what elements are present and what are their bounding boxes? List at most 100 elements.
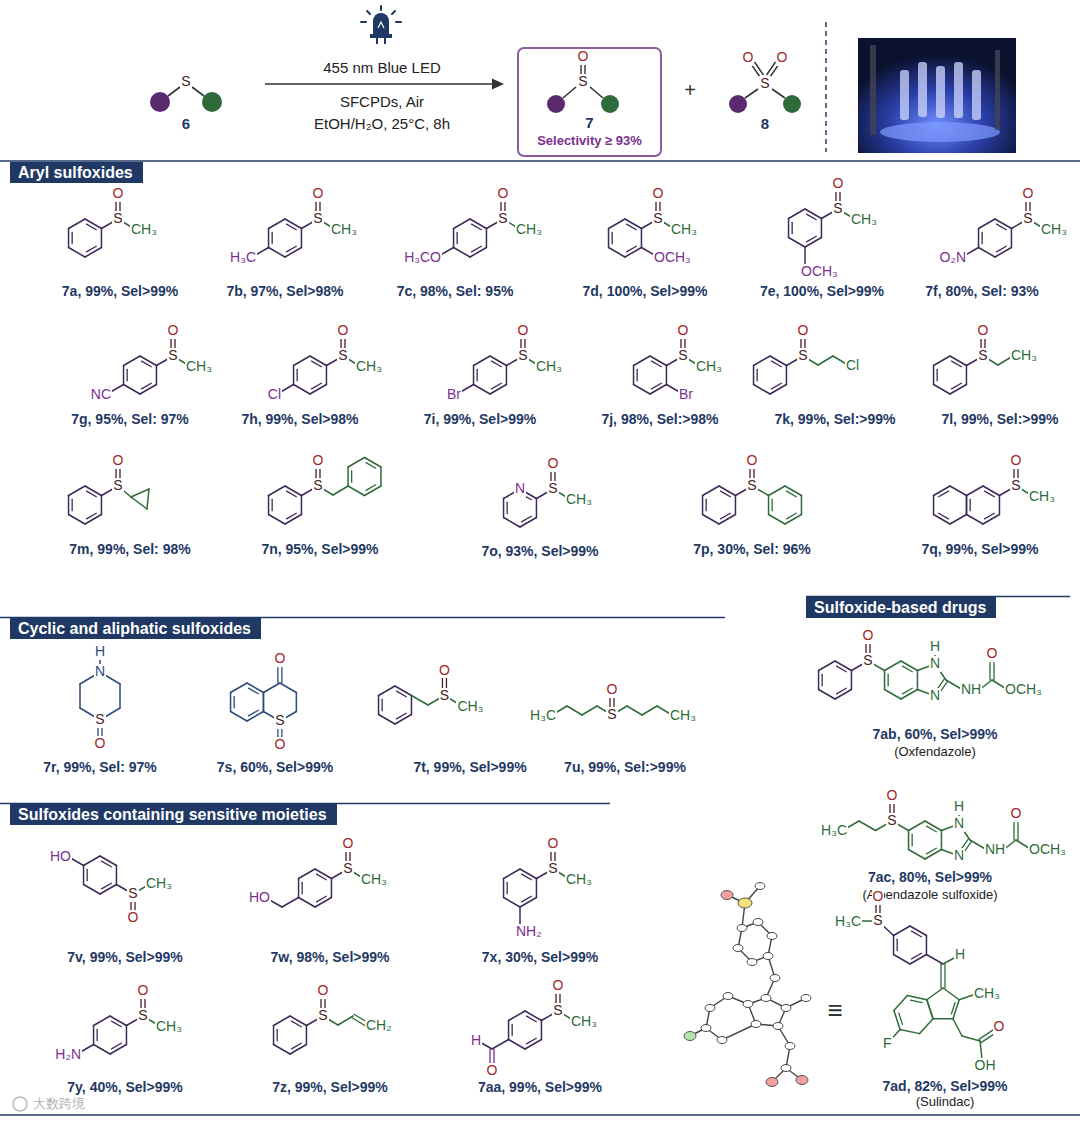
bond-line [754,356,770,366]
product-structure [547,63,619,113]
bond-line [757,369,758,380]
bond-line [934,486,950,496]
bond-line [985,491,995,497]
atom-label: CH₃ [1028,489,1056,504]
atom-label: HO [248,890,271,905]
drug-name: (Sulindac) [915,1095,976,1109]
bond-line [927,1000,933,1019]
compound-caption: 7g, 95%, Sel: 97% [70,412,190,427]
atom-label: OCH₃ [653,250,692,265]
bond-line [818,671,820,690]
bond-line [85,515,101,525]
atom-label: Cl [267,387,282,402]
bond-line [263,693,265,712]
plus-sign: + [683,79,697,101]
bond-line [230,693,232,712]
bond-line [101,496,103,515]
bond-line [69,248,85,258]
section-band: Aryl sulfoxides [10,162,143,183]
atom-label: S [547,861,558,876]
bond-line [263,683,279,693]
bond-line [909,821,925,831]
bond-line [910,955,926,965]
bond-line [927,848,937,854]
atom-label: CH₃ [850,212,878,227]
compound-caption: 7j, 98%, Sel:>98% [600,412,719,427]
bond-line [126,1026,128,1045]
atom-label: O [517,323,530,338]
bond-line [331,879,333,898]
bond-line [93,1026,95,1045]
bond-line [131,489,149,497]
bond-line [474,356,490,366]
atom-label: S [497,211,508,226]
atom-label: N [953,816,965,831]
compound-number: 8 [760,116,770,133]
atom-label: O [547,836,560,851]
bond-line [382,699,383,710]
bond-line [69,515,85,525]
bond-line [492,1040,509,1050]
atom-label: CH₃ [515,222,543,237]
atom-label: S [677,348,688,363]
atom-label: O [742,50,755,65]
bond-line [943,988,959,1000]
atom-label: O [337,323,350,338]
bond-line [837,666,847,672]
atom-label: H [470,1033,482,1048]
bond-line [522,516,532,522]
bond-line [269,219,285,229]
bond-line [934,515,950,525]
node-text: Selectivity ≥ 93% [537,133,642,149]
bond-line [97,1029,98,1040]
compound-caption: 7k, 99%, Sel:>99% [773,412,896,427]
node-text: Sulfoxide-based drugs [814,598,986,617]
bond-line [79,684,81,708]
atom-label: S [337,348,348,363]
bond-line [910,926,926,936]
bond-line [326,366,328,385]
atom-label: O [127,910,140,925]
bond-line [147,489,149,509]
bond-line [315,869,331,879]
bond-line [292,1021,302,1027]
bond-line [789,209,805,219]
bond-line [819,661,835,671]
compound-caption: 7o, 93%, Sel>99% [480,544,599,559]
bond-line [87,513,97,519]
atom-label: O [312,186,325,201]
bond-line [962,1036,980,1041]
bond-line [950,356,966,366]
bond-line [933,496,935,515]
section-band: Sulfoxides containing sensitive moieties [10,804,337,825]
bond-line [637,369,638,380]
bond-line [966,496,968,515]
bond-line [525,1011,541,1021]
atom-label: CH₃ [570,1014,598,1029]
bond-line [312,361,322,367]
bond-line [84,885,100,895]
reactor-photo [858,38,1016,153]
bond-line [512,1024,513,1035]
bond-line [85,219,101,229]
bond-line [951,1003,955,1014]
bond-line [851,671,853,690]
bond-line [507,882,508,893]
bond-line [504,898,520,908]
bond-line [472,224,482,230]
bond-line [454,248,470,258]
bond-line [652,383,662,389]
condition-text: SFCPDs, Air [339,94,425,111]
bond-line [769,515,785,525]
bond-line [980,1041,982,1059]
bond-line [703,486,719,496]
bond-line [952,383,962,389]
bond-line [650,385,666,395]
bond-line [509,1040,525,1050]
bond-line [770,356,786,366]
bond-line [703,515,719,525]
bond-line [101,229,103,248]
sulfone-structure [729,62,801,113]
atom-label: O [167,323,180,338]
bond-line [901,690,917,700]
